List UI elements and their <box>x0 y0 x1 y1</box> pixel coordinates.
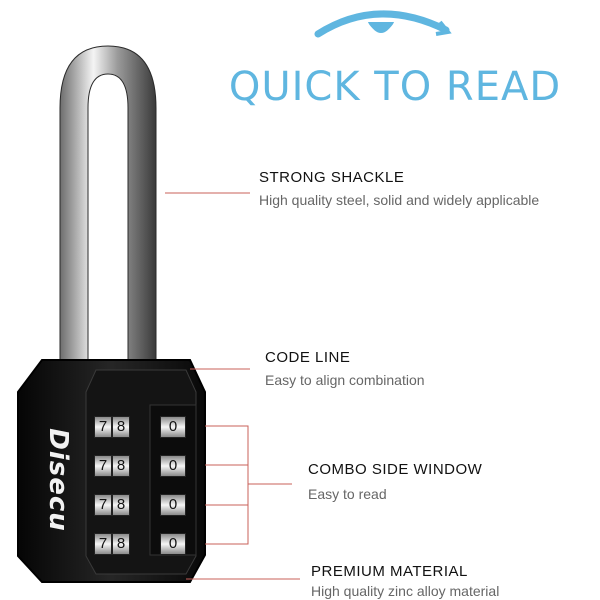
dial-digit: 7 <box>94 455 112 477</box>
dial-digit: 7 <box>94 416 112 438</box>
shackle <box>59 45 157 373</box>
dial-row[interactable]: 7 8 <box>94 455 130 477</box>
dial-row[interactable]: 7 8 <box>94 533 130 555</box>
dial-digit: 8 <box>112 455 130 477</box>
headline: QUICK TO READ <box>228 64 562 110</box>
dial-digit: 8 <box>112 533 130 555</box>
feature-desc: Easy to align combination <box>265 372 425 388</box>
feature-strong-shackle: STRONG SHACKLE High quality steel, solid… <box>259 169 539 208</box>
feature-title: STRONG SHACKLE <box>259 169 405 186</box>
feature-code-line: CODE LINE Easy to align combination <box>265 349 425 388</box>
dial-digit: 8 <box>112 416 130 438</box>
dial-row[interactable]: 7 8 <box>94 494 130 516</box>
feature-title: COMBO SIDE WINDOW <box>308 461 483 478</box>
feature-desc: Easy to read <box>308 486 387 502</box>
feature-desc: High quality zinc alloy material <box>311 583 500 599</box>
brand-logo: Disecu <box>28 420 88 540</box>
dial-row[interactable]: 7 8 <box>94 416 130 438</box>
feature-premium-material: PREMIUM MATERIAL High quality zinc alloy… <box>311 563 499 599</box>
side-dial-digit[interactable]: 0 <box>160 533 186 555</box>
feature-title: CODE LINE <box>265 349 351 366</box>
feature-desc: High quality steel, solid and widely app… <box>259 192 540 208</box>
dial-digit: 7 <box>94 494 112 516</box>
dial-digit: 7 <box>94 533 112 555</box>
brand-logo-text: Disecu <box>43 428 73 532</box>
eye-icon <box>314 10 452 38</box>
side-dial-digit[interactable]: 0 <box>160 455 186 477</box>
feature-title: PREMIUM MATERIAL <box>311 563 468 580</box>
feature-combo-side-window: COMBO SIDE WINDOW Easy to read <box>308 461 482 502</box>
dial-digit: 8 <box>112 494 130 516</box>
side-dial-digit[interactable]: 0 <box>160 416 186 438</box>
side-dial-digit[interactable]: 0 <box>160 494 186 516</box>
